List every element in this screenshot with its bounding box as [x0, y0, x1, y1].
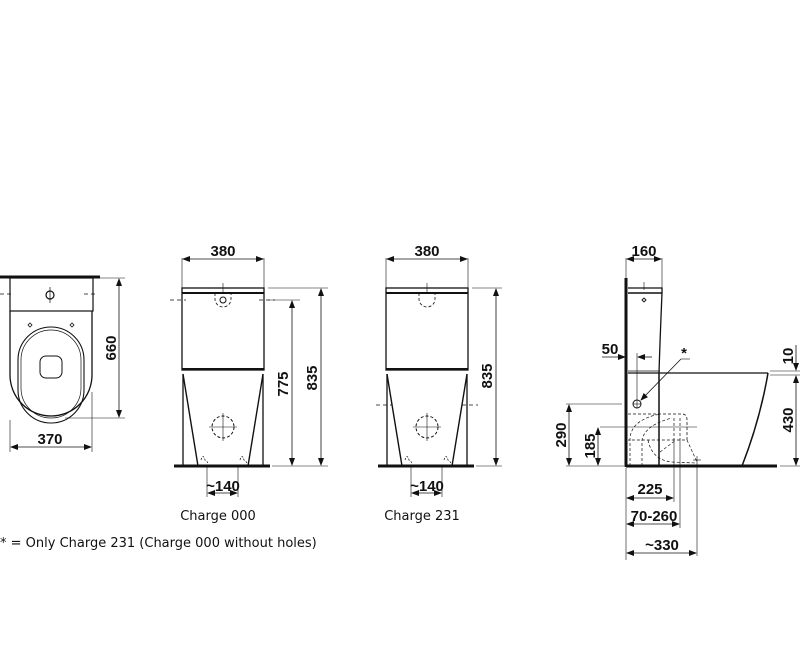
front-view-231 [376, 256, 502, 497]
side-top-gap-label: 10 [780, 348, 797, 365]
front000-height-inner-label: 775 [275, 371, 292, 396]
front000-caption: Charge 000 [180, 509, 256, 524]
front231-width-label: 380 [414, 243, 439, 260]
front000-spacing-label: ~140 [206, 478, 240, 495]
top-width-label: 370 [37, 431, 62, 448]
top-view [0, 275, 125, 452]
side-seat-height-label: 430 [780, 407, 797, 432]
front231-height-label: 835 [479, 363, 496, 388]
side-outlet-height-label: 185 [582, 433, 599, 458]
side-inlet-height-label: 290 [553, 422, 570, 447]
front231-spacing-label: ~140 [410, 478, 444, 495]
side-range-label: 70-260 [631, 508, 678, 525]
side-cistern-depth-label: 160 [631, 243, 656, 260]
top-depth-label: 660 [103, 335, 120, 360]
side-view [566, 256, 800, 560]
front-view-000 [170, 256, 328, 497]
front000-height-label: 835 [304, 365, 321, 390]
side-offset-label: 50 [602, 341, 619, 358]
front000-width-label: 380 [210, 243, 235, 260]
front231-caption: Charge 231 [384, 509, 460, 524]
side-outlet-dist-label: 225 [637, 481, 662, 498]
side-asterisk-label: * [681, 345, 687, 362]
footnote: * = Only Charge 231 (Charge 000 without … [0, 536, 317, 551]
side-wall-dist-label: ~330 [645, 537, 679, 554]
